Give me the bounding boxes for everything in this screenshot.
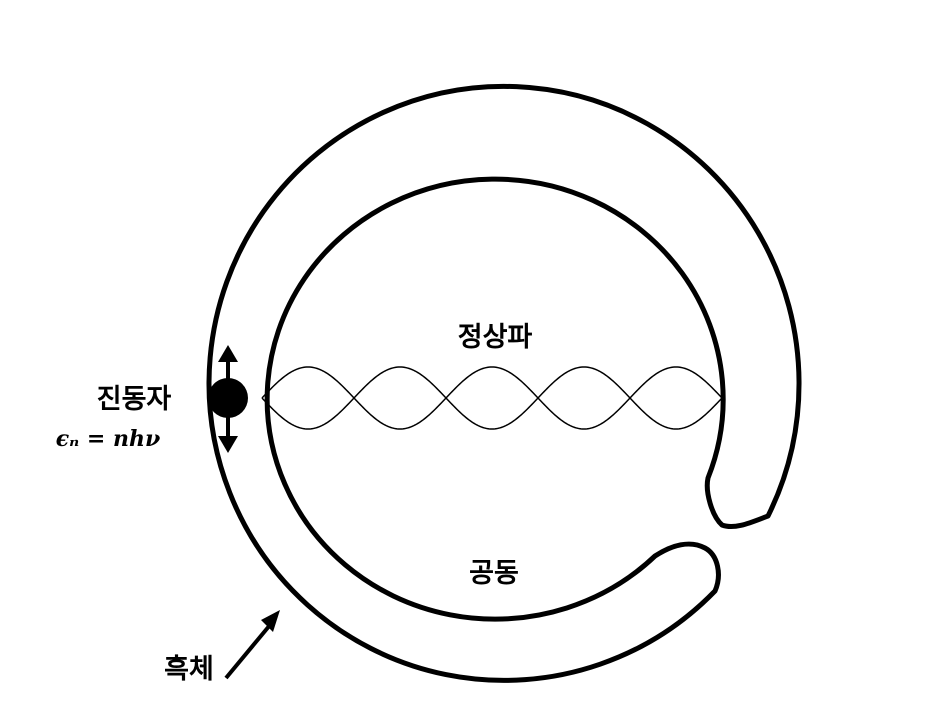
energy-formula: ϵₙ = nhν (56, 426, 160, 452)
wave-curve-lower (261, 366, 723, 430)
blackbody-shell (206, 83, 802, 683)
blackbody-pointer-arrow (224, 610, 280, 680)
blackbody-label: 흑체 (164, 654, 214, 685)
wave-curve-upper (261, 366, 723, 430)
oscillator-ball (208, 378, 248, 418)
oscillator (208, 345, 248, 453)
arrow-head-icon (261, 610, 280, 632)
up-arrow-icon (218, 345, 238, 362)
down-arrow-icon (218, 436, 238, 453)
oscillator-label: 진동자 (97, 384, 172, 415)
cavity-label: 공동 (469, 558, 519, 589)
standing-wave (261, 366, 723, 430)
standing-wave-label: 정상파 (458, 322, 533, 353)
